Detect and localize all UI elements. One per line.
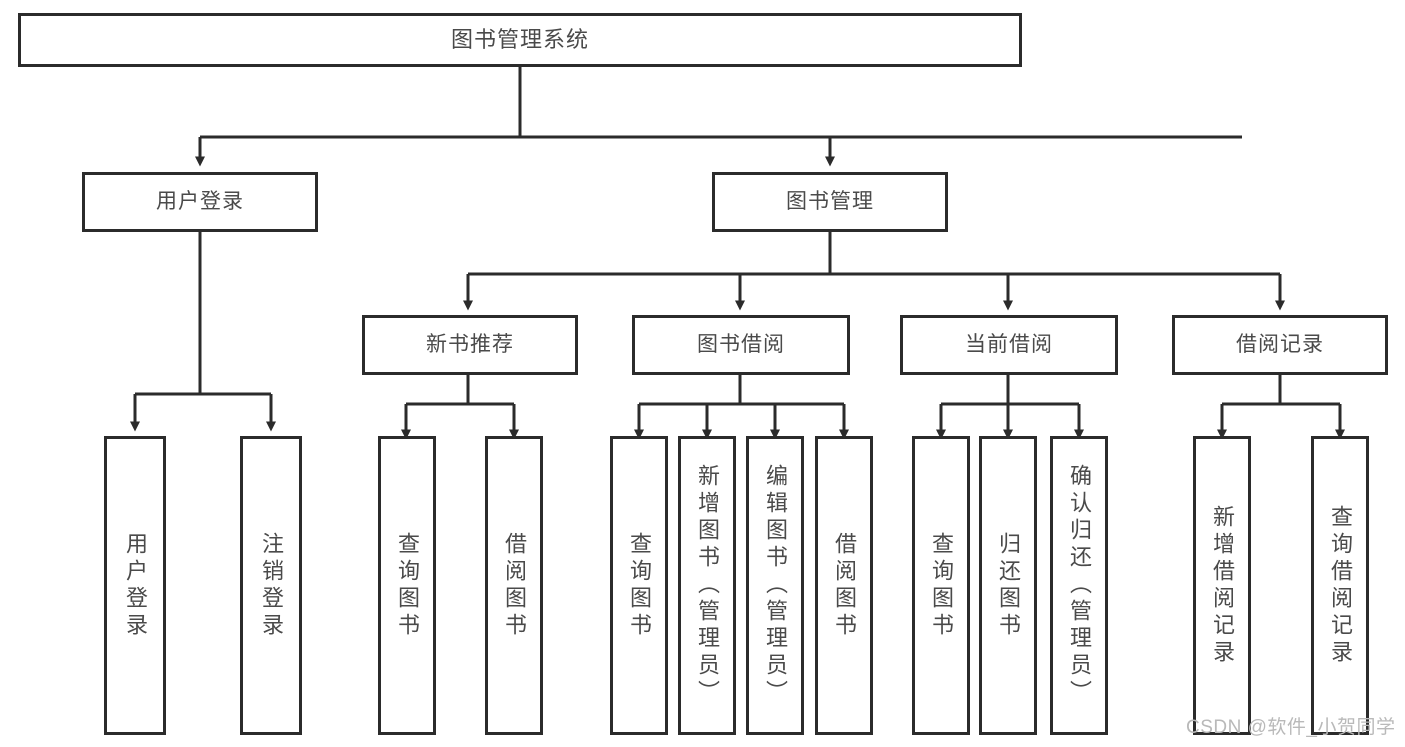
node-label: 用户登录	[156, 190, 244, 214]
node-label: 查询图书	[395, 531, 420, 640]
node-book-manage[interactable]: 图书管理	[712, 172, 948, 232]
node-label: 图书借阅	[697, 333, 785, 357]
node-leaf-return-book[interactable]: 归还图书	[979, 436, 1037, 735]
node-label: 新书推荐	[426, 333, 514, 357]
node-borrow-record[interactable]: 借阅记录	[1172, 315, 1388, 375]
node-leaf-add-borrow-record[interactable]: 新增借阅记录	[1193, 436, 1251, 735]
node-label: 借阅记录	[1236, 333, 1324, 357]
node-leaf-borrow-book-recommend[interactable]: 借阅图书	[485, 436, 543, 735]
node-label: 新增图书（管理员）	[695, 464, 720, 707]
node-label: 归还图书	[996, 531, 1021, 640]
node-leaf-edit-book[interactable]: 编辑图书（管理员）	[746, 436, 804, 735]
node-new-book-recommend[interactable]: 新书推荐	[362, 315, 578, 375]
node-root-system[interactable]: 图书管理系统	[18, 13, 1022, 67]
node-label: 编辑图书（管理员）	[763, 464, 788, 707]
node-label: 当前借阅	[965, 333, 1053, 357]
node-book-borrow[interactable]: 图书借阅	[632, 315, 850, 375]
node-label: 图书管理	[786, 190, 874, 214]
node-leaf-confirm-return[interactable]: 确认归还（管理员）	[1050, 436, 1108, 735]
node-leaf-add-book[interactable]: 新增图书（管理员）	[678, 436, 736, 735]
node-leaf-query-book-current[interactable]: 查询图书	[912, 436, 970, 735]
node-label: 新增借阅记录	[1210, 504, 1235, 667]
node-leaf-query-borrow-record[interactable]: 查询借阅记录	[1311, 436, 1369, 735]
node-leaf-user-logout[interactable]: 注销登录	[240, 436, 302, 735]
node-label: 确认归还（管理员）	[1067, 464, 1092, 707]
node-leaf-borrow-book[interactable]: 借阅图书	[815, 436, 873, 735]
node-leaf-query-book-borrow[interactable]: 查询图书	[610, 436, 668, 735]
node-label: 借阅图书	[502, 531, 527, 640]
node-label: 图书管理系统	[450, 26, 589, 52]
node-label: 查询借阅记录	[1328, 504, 1353, 667]
node-label: 用户登录	[123, 531, 148, 640]
watermark-text: CSDN @软件_小贺同学	[1186, 717, 1396, 738]
node-current-borrow[interactable]: 当前借阅	[900, 315, 1118, 375]
node-leaf-user-login[interactable]: 用户登录	[104, 436, 166, 735]
node-leaf-query-book-recommend[interactable]: 查询图书	[378, 436, 436, 735]
node-user-login[interactable]: 用户登录	[82, 172, 318, 232]
node-label: 借阅图书	[832, 531, 857, 640]
node-label: 查询图书	[929, 531, 954, 640]
node-label: 注销登录	[259, 531, 284, 640]
node-label: 查询图书	[627, 531, 652, 640]
